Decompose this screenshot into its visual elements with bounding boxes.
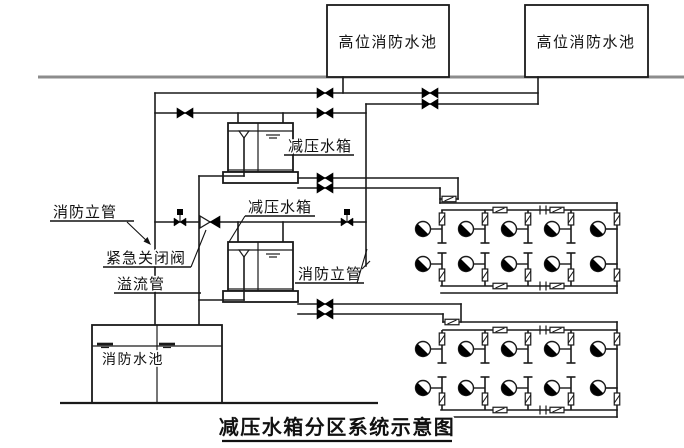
annotations: 减压水箱 减压水箱 消防立管 紧急关闭阀 溢流管 消防立管 <box>50 136 368 295</box>
high-pool-right-label: 高位消防水池 <box>536 34 635 51</box>
pressure-tank-upper <box>222 112 299 184</box>
valve-icon <box>613 268 621 282</box>
hydrant-icon <box>589 379 607 397</box>
supply-pipes <box>154 76 539 326</box>
valve-icon <box>613 392 621 406</box>
high-pool-right: 高位消防水池 <box>524 4 649 78</box>
fire-riser-right-label: 消防立管 <box>298 266 362 283</box>
valve-icon <box>613 212 621 226</box>
hydrant-block-lower <box>297 298 621 418</box>
hydrant-icon <box>589 220 607 238</box>
high-pool-left-box <box>326 4 450 78</box>
title-text: 减压水箱分区系统示意图 <box>219 415 456 439</box>
hydrant-branch <box>545 330 576 363</box>
tank-body <box>227 122 294 173</box>
flow-indicator-icon <box>492 326 508 334</box>
drawing-title: 减压水箱分区系统示意图 <box>217 413 456 443</box>
overflow-pipes <box>198 137 245 326</box>
gate-valve-icon <box>316 107 334 119</box>
tank-base <box>222 171 299 184</box>
gate-valve-icon <box>316 298 334 310</box>
tank-base <box>222 290 299 303</box>
flow-indicator-icon <box>549 326 565 334</box>
emergency-valve-label: 紧急关闭阀 <box>106 250 186 267</box>
flow-indicator-icon <box>549 406 565 414</box>
hydrant-branch <box>459 330 490 363</box>
overflow-pipe-label: 溢流管 <box>117 276 165 293</box>
high-pool-left-label: 高位消防水池 <box>338 34 437 51</box>
fire-riser-left-label: 消防立管 <box>53 204 117 221</box>
valve-icon <box>613 332 621 346</box>
hydrant-icon <box>589 340 607 358</box>
reduce-tank-lower-label: 减压水箱 <box>248 199 312 216</box>
hydrant-branch <box>502 210 533 243</box>
hydrant-branch <box>545 210 576 243</box>
gate-valve-icon <box>421 98 439 110</box>
flow-indicator-icon <box>441 195 457 203</box>
hydrant-branch <box>416 210 447 243</box>
hydrant-branch <box>416 253 447 286</box>
flow-indicator-icon <box>549 206 565 214</box>
hydrant-branch <box>416 377 447 410</box>
flow-indicator-icon <box>492 282 508 290</box>
tank-body <box>227 241 294 292</box>
high-pool-left: 高位消防水池 <box>326 4 450 78</box>
hydrant-branch <box>459 253 490 286</box>
high-pool-right-box <box>524 4 649 78</box>
leader-arrowhead <box>143 237 151 245</box>
signal-valve-icon <box>340 208 354 227</box>
hydrant-branch <box>545 253 576 286</box>
hydrant-block-upper <box>297 172 621 294</box>
hydrant-icon <box>589 255 607 273</box>
hydrant-branch <box>545 377 576 410</box>
fire-pool-label: 消防水池 <box>102 351 164 367</box>
flow-indicator-icon <box>444 318 460 326</box>
flow-indicator-icon <box>492 406 508 414</box>
gate-valve-icon <box>421 87 439 99</box>
emergency-valve-icon <box>199 215 221 229</box>
flow-indicator-icon <box>549 282 565 290</box>
hydrant-branch <box>502 253 533 286</box>
hydrant-branch <box>502 330 533 363</box>
gate-valve-icon <box>316 182 334 194</box>
signal-valve-icon <box>173 208 187 227</box>
gate-valve-icon <box>316 172 334 184</box>
gate-valve-icon <box>316 308 334 320</box>
hydrant-branch <box>459 377 490 410</box>
flow-indicator-icon <box>492 206 508 214</box>
fire-pool: 消防水池 <box>91 324 223 404</box>
reduce-tank-upper-label: 减压水箱 <box>288 138 352 155</box>
gate-valve-icon <box>316 87 334 99</box>
gate-valve-icon <box>176 107 194 119</box>
pressure-tank-lower <box>222 221 299 303</box>
hydrant-branch <box>459 210 490 243</box>
hydrant-branch <box>502 377 533 410</box>
hydrant-branch <box>416 330 447 363</box>
